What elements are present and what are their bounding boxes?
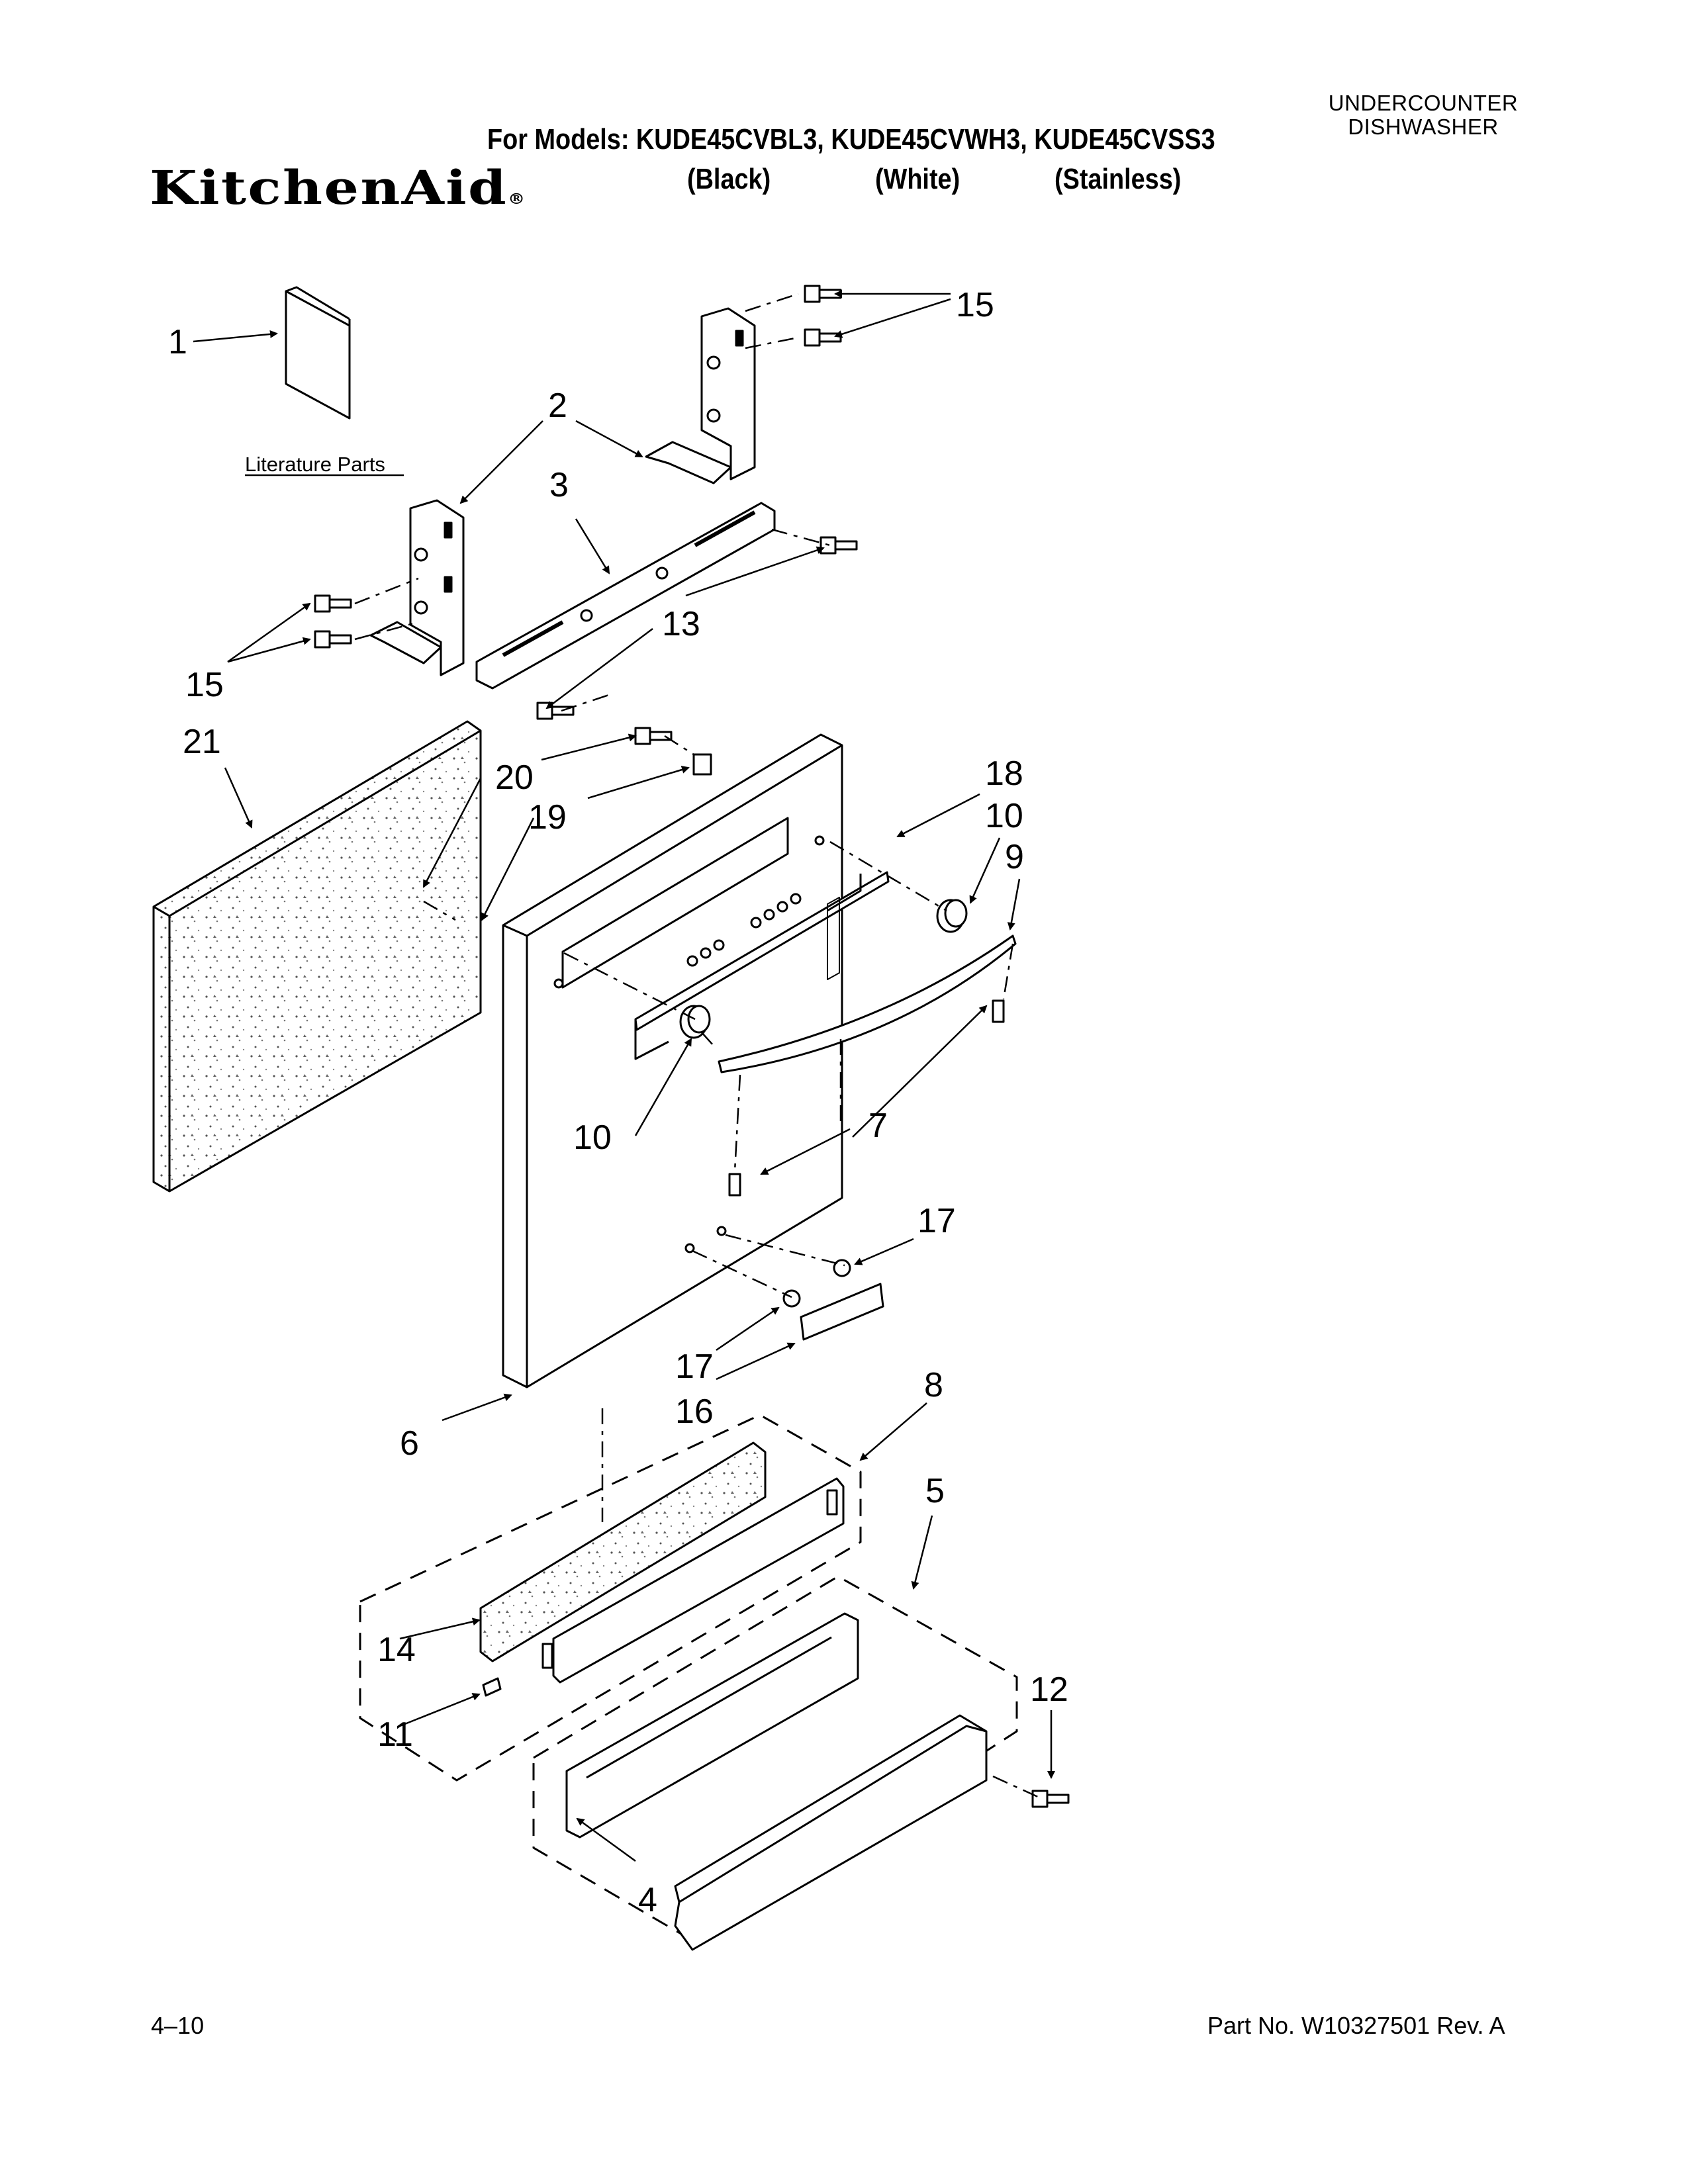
callout-9: 9	[1005, 838, 1024, 876]
bracket-left	[369, 499, 465, 676]
registered-mark: ®	[508, 191, 527, 208]
page-number: 4–10	[151, 2012, 205, 2039]
callout-20: 20	[495, 758, 534, 797]
callout-15-upper: 15	[956, 286, 994, 324]
callout-11: 11	[377, 1715, 413, 1754]
callout-labels: Literature Parts 1 2 3 4 5 6 7 8 9 10 10…	[168, 286, 1068, 1919]
assembly-lines	[354, 293, 1040, 1799]
clip-upper	[692, 753, 712, 776]
badge	[800, 1283, 884, 1341]
callout-18: 18	[985, 754, 1023, 793]
mounting-rail	[475, 502, 776, 690]
stud-left	[728, 1173, 741, 1197]
nut-upper	[833, 1259, 851, 1277]
part-number: Part No. W10327501 Rev. A	[1207, 2012, 1505, 2039]
models-line: For Models: KUDE45CVBL3, KUDE45CVWH3, KU…	[487, 123, 1215, 156]
variant-stainless: (Stainless)	[1055, 163, 1182, 195]
door-panel	[502, 733, 843, 1388]
category-line-2: DISHWASHER	[1348, 114, 1499, 140]
callout-13: 13	[662, 605, 700, 643]
stud-right	[992, 999, 1005, 1023]
callout-15-lower: 15	[185, 666, 224, 704]
insulation-panel	[152, 720, 482, 1193]
callout-5: 5	[925, 1472, 945, 1510]
leader-lines	[193, 290, 1055, 1862]
variant-white: (White)	[875, 163, 961, 195]
handle-spacers	[679, 899, 968, 1039]
callout-1: 1	[168, 323, 187, 361]
product-category: UNDERCOUNTER DISHWASHER	[1291, 91, 1556, 140]
toe-panel-group	[359, 1414, 862, 1782]
access-panel-group	[532, 1575, 1018, 1951]
callout-21: 21	[183, 723, 221, 761]
callout-8: 8	[924, 1366, 943, 1404]
callout-19: 19	[528, 798, 567, 837]
variant-black: (Black)	[687, 163, 771, 195]
callout-7: 7	[868, 1107, 888, 1145]
control-panel	[634, 871, 890, 1060]
callout-10-lower: 10	[573, 1118, 612, 1157]
literature-booklet	[285, 286, 351, 420]
callout-10-upper: 10	[985, 797, 1023, 835]
callout-14: 14	[377, 1631, 416, 1669]
callout-12: 12	[1030, 1670, 1068, 1709]
callout-17-lower: 17	[675, 1347, 714, 1386]
callout-6: 6	[400, 1424, 419, 1463]
door-handle	[718, 934, 1017, 1073]
brand-name: KitchenAid	[150, 160, 508, 215]
bracket-right	[645, 307, 756, 484]
callout-4: 4	[638, 1881, 657, 1919]
callout-3: 3	[549, 466, 569, 504]
callout-2: 2	[548, 387, 567, 425]
callout-17-upper: 17	[917, 1202, 956, 1240]
callout-16: 16	[675, 1392, 714, 1431]
brand-logo: KitchenAid®	[150, 160, 526, 215]
nut-lower	[782, 1289, 801, 1308]
literature-parts-label: Literature Parts	[245, 453, 385, 476]
category-line-1: UNDERCOUNTER	[1328, 91, 1519, 115]
